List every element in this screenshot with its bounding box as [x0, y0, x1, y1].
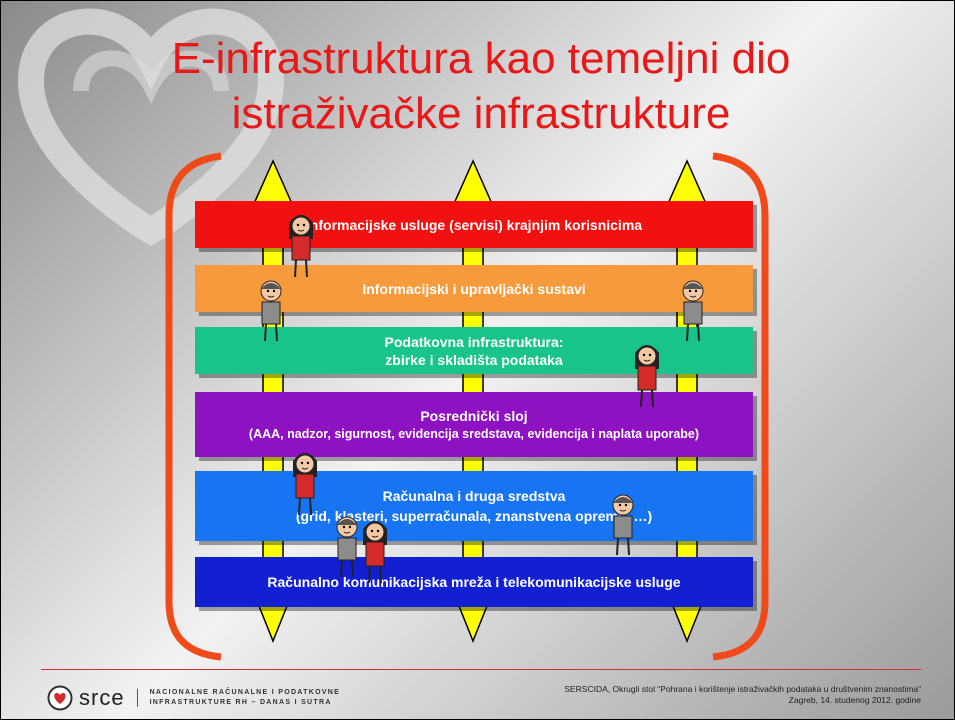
layer-3-label-line2: zbirke i skladišta podataka — [385, 351, 563, 368]
layer-information-systems: Informacijski i upravljački sustavi — [195, 265, 753, 312]
person-icon — [682, 280, 704, 342]
heart-watermark-icon — [17, 8, 285, 247]
title-line-2: istraživačke infrastrukture — [231, 89, 731, 138]
layer-data-infrastructure: Podatkovna infrastruktura: zbirke i skla… — [195, 327, 753, 374]
person-icon — [289, 215, 313, 278]
srce-logo: srce NACIONALNE RAČUNALNE I PODATKOVNE I… — [47, 685, 340, 711]
logo-text: srce — [79, 685, 125, 710]
person-icon — [612, 494, 634, 556]
person-icon — [635, 345, 659, 408]
layer-5-label-line1: Računalna i druga sredstva — [382, 488, 566, 504]
layer-3-label-line1: Podatkovna infrastruktura: — [384, 333, 564, 350]
layer-1-label: Informacijske usluge (servisi) krajnjim … — [305, 216, 643, 233]
srce-heart-logo-icon — [47, 685, 73, 711]
layer-4-label-line1: Posrednički sloj — [420, 407, 528, 424]
footer-divider — [41, 669, 921, 670]
layer-2-label: Informacijski i upravljački sustavi — [362, 280, 586, 297]
person-icon — [260, 280, 282, 342]
logo-separator — [136, 689, 138, 707]
layer-6-label: Računalno komunikacijska mreža i telekom… — [267, 574, 681, 590]
logo-tagline: NACIONALNE RAČUNALNE I PODATKOVNE INFRAS… — [150, 688, 341, 708]
person-icon — [293, 453, 317, 516]
title-line-1: E-infrastruktura kao temeljni dio — [171, 34, 791, 83]
layer-computing-resources: Računalna i druga sredstva (grid, klaste… — [195, 471, 753, 541]
tagline-line1: NACIONALNE RAČUNALNE I PODATKOVNE — [149, 689, 341, 696]
layer-5-label-line2: (grid, klasteri, superračunala, znanstve… — [295, 508, 653, 524]
layer-network: Računalno komunikacijska mreža i telekom… — [195, 557, 753, 607]
person-icon — [336, 516, 358, 578]
slide-title: E-infrastruktura kao temeljni dio istraž… — [61, 31, 901, 141]
event-info: SERSCIDA, Okrugli stol “Pohrana i korišt… — [564, 684, 921, 706]
person-icon — [363, 521, 387, 584]
layer-information-services: Informacijske usluge (servisi) krajnjim … — [195, 201, 753, 248]
layer-middleware: Posrednički sloj (AAA, nadzor, sigurnost… — [195, 392, 753, 457]
layer-4-label-line2: (AAA, nadzor, sigurnost, evidencija sred… — [248, 426, 700, 441]
event-line1: SERSCIDA, Okrugli stol “Pohrana i korišt… — [564, 684, 921, 694]
event-line2: Zagreb, 14. studenog 2012. godine — [788, 695, 921, 705]
tagline-line2: INFRASTRUKTURE RH – DANAS I SUTRA — [149, 699, 332, 706]
